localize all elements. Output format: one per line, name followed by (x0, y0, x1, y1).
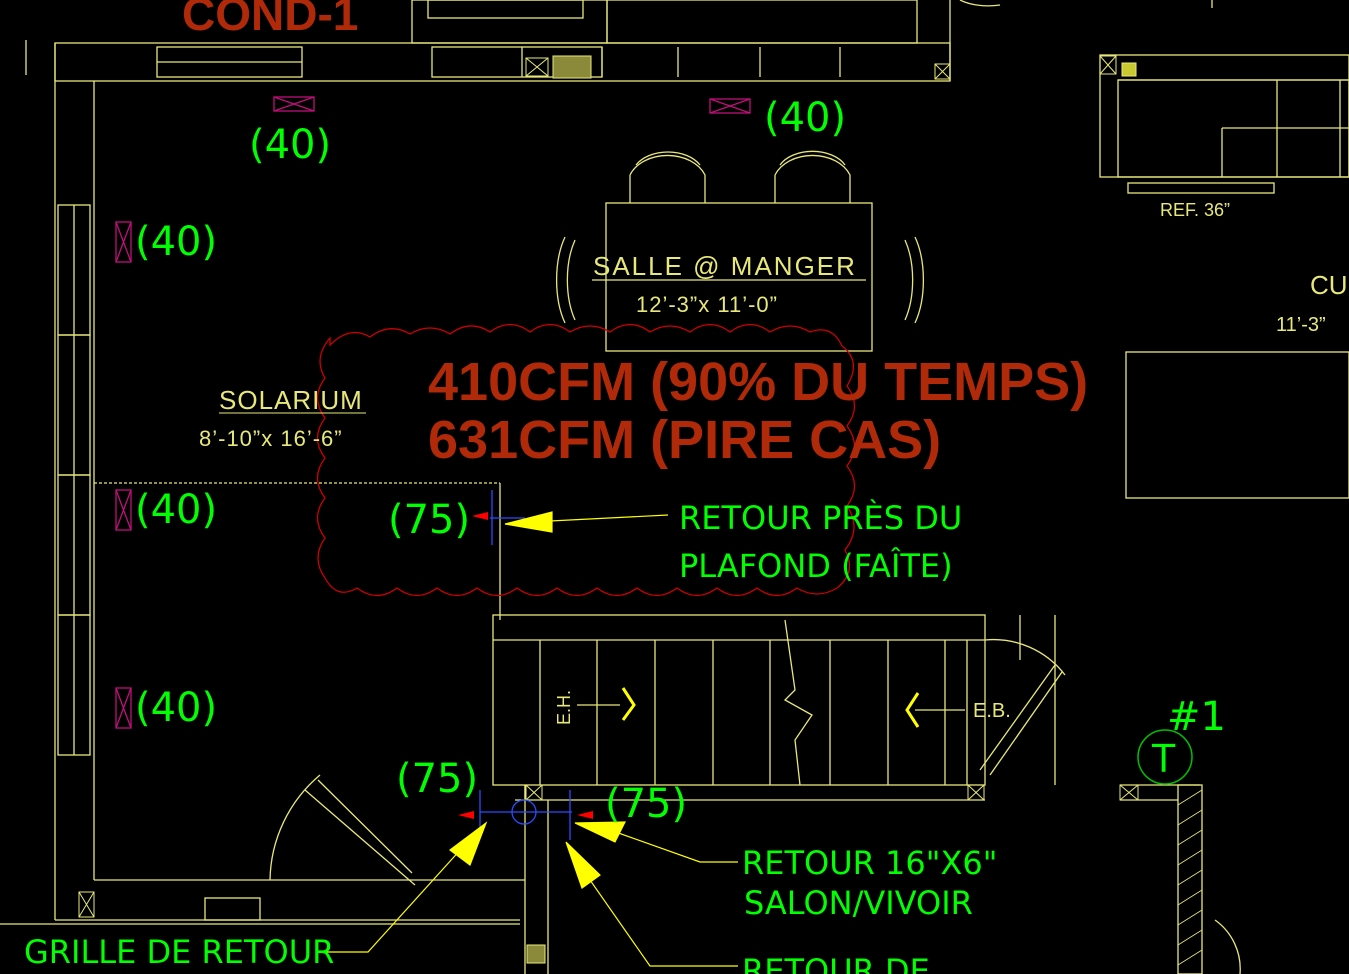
supply-cfm-label: (40) (249, 122, 331, 168)
callout-leaders (322, 511, 738, 967)
dining-room-dim: 12’-3”x 11’-0” (636, 292, 778, 317)
cu-dim: 11’-3” (1276, 314, 1326, 336)
return-cfm-label: (75) (605, 781, 687, 827)
return-cfm-label: (75) (388, 497, 470, 543)
cfm-note-line2: 631CFM (PIRE CAS) (428, 410, 941, 470)
supply-grille (273, 96, 315, 112)
supply-cfm-label: (40) (135, 219, 217, 265)
callout-ceiling-return-2: PLAFOND (FAÎTE) (679, 547, 953, 585)
callout-living-return-2: SALON/VIVOIR (744, 884, 973, 922)
supply-grilles (115, 96, 751, 729)
cond-label: COND-1 (182, 0, 358, 40)
supply-grille (115, 221, 132, 263)
stair-arrows (621, 687, 920, 728)
supply-cfm-label: (40) (764, 95, 846, 141)
thermostat-circle (1137, 729, 1193, 785)
revision-cloud (316, 323, 856, 597)
callout-living-return-1: RETOUR 16"X6" (742, 844, 997, 882)
corner-markers (78, 55, 1139, 964)
callout-ceiling-return-1: RETOUR PRÈS DU (679, 499, 962, 537)
dining-room-label: SALLE @ MANGER (593, 251, 857, 281)
return-ducts (479, 490, 572, 840)
supply-cfm-label: (40) (135, 685, 217, 731)
return-arrowheads (458, 512, 593, 819)
return-cfm-label: (75) (396, 756, 478, 802)
eb-label: E.B. (973, 700, 1011, 722)
callout-retour-de: RETOUR DE (742, 952, 930, 974)
ref-label: REF. 36” (1160, 200, 1230, 220)
callout-grille: GRILLE DE RETOUR (24, 933, 334, 971)
supply-grille (709, 98, 751, 114)
solarium-label: SOLARIUM (219, 385, 363, 415)
supply-grille (115, 489, 132, 531)
cfm-note-line1: 410CFM (90% DU TEMPS) (428, 352, 1088, 412)
eh-label: E.H. (554, 690, 574, 725)
solarium-dim: 8’-10”x 16’-6” (199, 426, 343, 451)
supply-cfm-label: (40) (135, 487, 217, 533)
wall-hatch (1177, 789, 1203, 966)
cu-label: CU (1310, 270, 1348, 300)
supply-grille (115, 687, 132, 729)
thermostat-letter: T (1151, 737, 1176, 781)
thermostat-tag: #1 (1167, 694, 1226, 740)
